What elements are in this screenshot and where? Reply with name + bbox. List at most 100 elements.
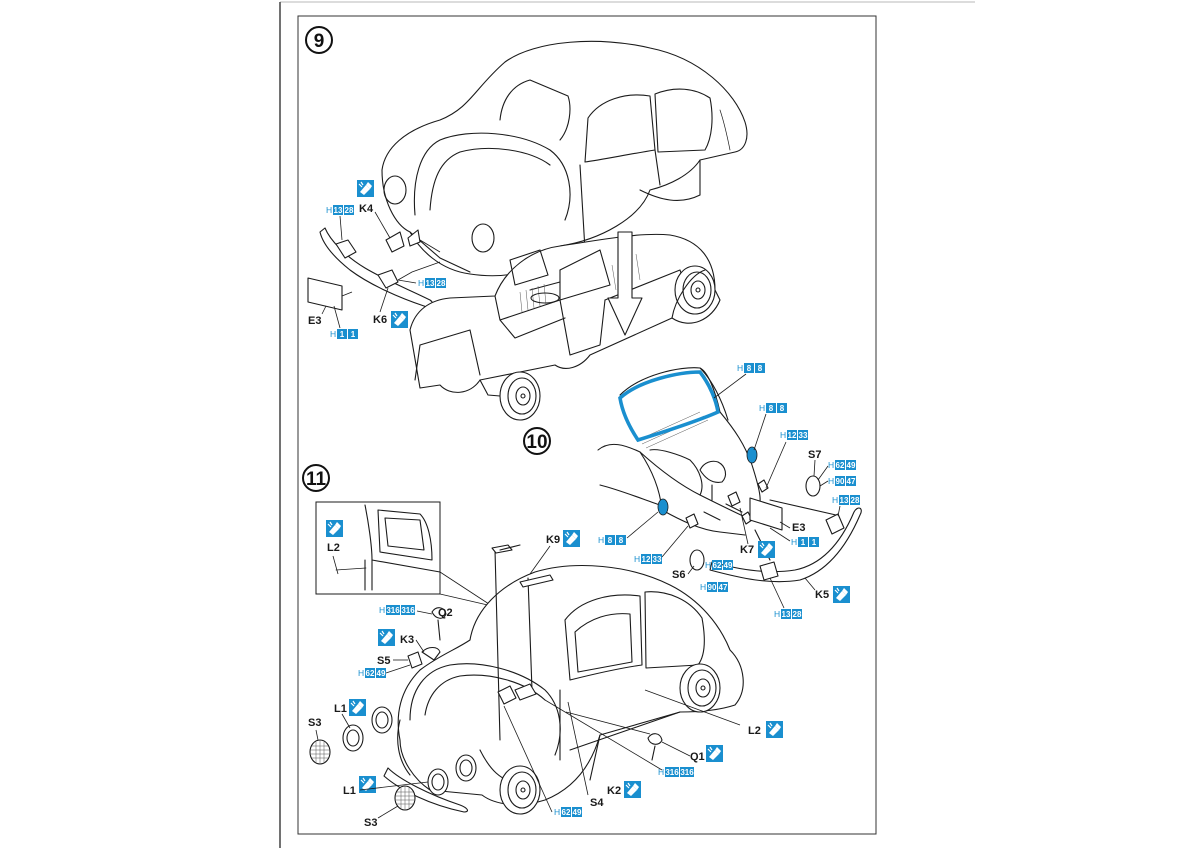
paint-code-h8-8-c: H 8 8 (598, 535, 626, 545)
paint-code-h316-316-b: H 316 316 (658, 767, 694, 777)
glue-icon (562, 529, 581, 548)
glue-icon (358, 775, 377, 794)
step-9-number: 9 (314, 31, 325, 52)
svg-text:62: 62 (562, 808, 571, 817)
label-l1-top: L1 (334, 703, 347, 715)
glue-icon (832, 585, 851, 604)
glue-icon (705, 744, 724, 763)
paint-code-h62-49-b: H 62 49 (705, 560, 733, 570)
svg-text:33: 33 (653, 555, 662, 564)
paint-code-h62-49-c: H 62 49 (358, 668, 386, 678)
step-11-number: 11 (306, 469, 327, 490)
svg-text:H: H (418, 278, 424, 288)
label-l1-bot: L1 (343, 785, 356, 797)
glue-icon (348, 698, 367, 717)
svg-text:62: 62 (836, 461, 845, 470)
svg-text:316: 316 (680, 768, 694, 777)
paint-code-h12-33-a: H 12 33 (780, 430, 808, 440)
label-k6: K6 (373, 314, 387, 326)
paint-code-h8-8-b: H 8 8 (759, 403, 787, 413)
glue-icon (377, 628, 396, 647)
label-k5: K5 (815, 589, 829, 601)
svg-text:H: H (700, 582, 706, 592)
label-e3-s9: E3 (308, 315, 321, 327)
svg-text:8: 8 (769, 404, 774, 413)
svg-text:49: 49 (377, 669, 386, 678)
svg-text:H: H (358, 668, 364, 678)
paint-code-h1-1-s10: H 1 1 (791, 537, 819, 547)
svg-text:13: 13 (334, 206, 343, 215)
svg-text:316: 316 (386, 606, 400, 615)
label-s3-top: S3 (308, 717, 321, 729)
svg-text:28: 28 (345, 206, 354, 215)
step-11-badge: 11 (302, 464, 330, 492)
label-e3-s10: E3 (792, 522, 805, 534)
glue-icon (325, 519, 344, 538)
label-s4: S4 (590, 797, 604, 809)
svg-text:H: H (330, 329, 336, 339)
label-k2: K2 (607, 785, 621, 797)
svg-text:90: 90 (708, 583, 717, 592)
svg-text:H: H (737, 363, 743, 373)
svg-text:H: H (780, 430, 786, 440)
label-q2: Q2 (438, 607, 453, 619)
svg-text:33: 33 (799, 431, 808, 440)
svg-text:47: 47 (719, 583, 728, 592)
label-k3: K3 (400, 634, 414, 646)
front-wheel-s9 (499, 371, 541, 421)
svg-text:13: 13 (840, 496, 849, 505)
beetle-body-shell (381, 40, 748, 277)
label-l2-inset: L2 (327, 542, 340, 554)
svg-text:H: H (705, 560, 711, 570)
svg-text:13: 13 (782, 610, 791, 619)
label-k4: K4 (359, 203, 374, 215)
svg-text:28: 28 (851, 496, 860, 505)
step-9: 9 (305, 26, 748, 421)
svg-text:H: H (832, 495, 838, 505)
svg-text:H: H (828, 476, 834, 486)
svg-text:28: 28 (793, 610, 802, 619)
svg-text:49: 49 (724, 561, 733, 570)
svg-text:1: 1 (801, 538, 806, 547)
paint-code-h62-49-d: H 62 49 (554, 807, 582, 817)
rear-wheel-s9 (674, 265, 716, 315)
svg-text:8: 8 (758, 364, 763, 373)
paint-code-h13-28-a: H 13 28 (326, 205, 354, 215)
svg-text:H: H (554, 807, 560, 817)
svg-text:12: 12 (642, 555, 651, 564)
svg-text:8: 8 (747, 364, 752, 373)
step-11: 11 L2 (302, 464, 784, 829)
glue-icon (356, 179, 375, 198)
glue-icon (390, 310, 409, 329)
label-s6: S6 (672, 569, 685, 581)
svg-text:H: H (658, 767, 664, 777)
svg-text:H: H (634, 554, 640, 564)
svg-text:49: 49 (573, 808, 582, 817)
svg-text:8: 8 (619, 536, 624, 545)
paint-code-h13-28-c: H 13 28 (832, 495, 860, 505)
paint-code-h90-47-a: H 90 47 (828, 476, 856, 486)
label-s3-bot: S3 (364, 817, 377, 829)
svg-text:62: 62 (713, 561, 722, 570)
svg-text:28: 28 (437, 279, 446, 288)
chassis-interior (409, 231, 721, 421)
paint-code-h13-28-b: H 13 28 (418, 278, 446, 288)
svg-text:1: 1 (812, 538, 817, 547)
svg-text:316: 316 (401, 606, 415, 615)
svg-text:1: 1 (351, 330, 356, 339)
step-10-badge: 10 (523, 427, 551, 455)
label-k7: K7 (740, 544, 754, 556)
label-q1: Q1 (690, 751, 705, 763)
glue-icon (757, 540, 776, 559)
paint-code-h90-47-b: H 90 47 (700, 582, 728, 592)
step-10: 10 (523, 363, 862, 619)
front-bumper-assembly (307, 227, 441, 311)
step-9-badge: 9 (305, 26, 333, 54)
paint-code-h1-1-s9: H 1 1 (330, 329, 358, 339)
label-s7: S7 (808, 449, 821, 461)
svg-text:H: H (759, 403, 765, 413)
label-k9: K9 (546, 534, 560, 546)
svg-text:90: 90 (836, 477, 845, 486)
svg-text:1: 1 (340, 330, 345, 339)
